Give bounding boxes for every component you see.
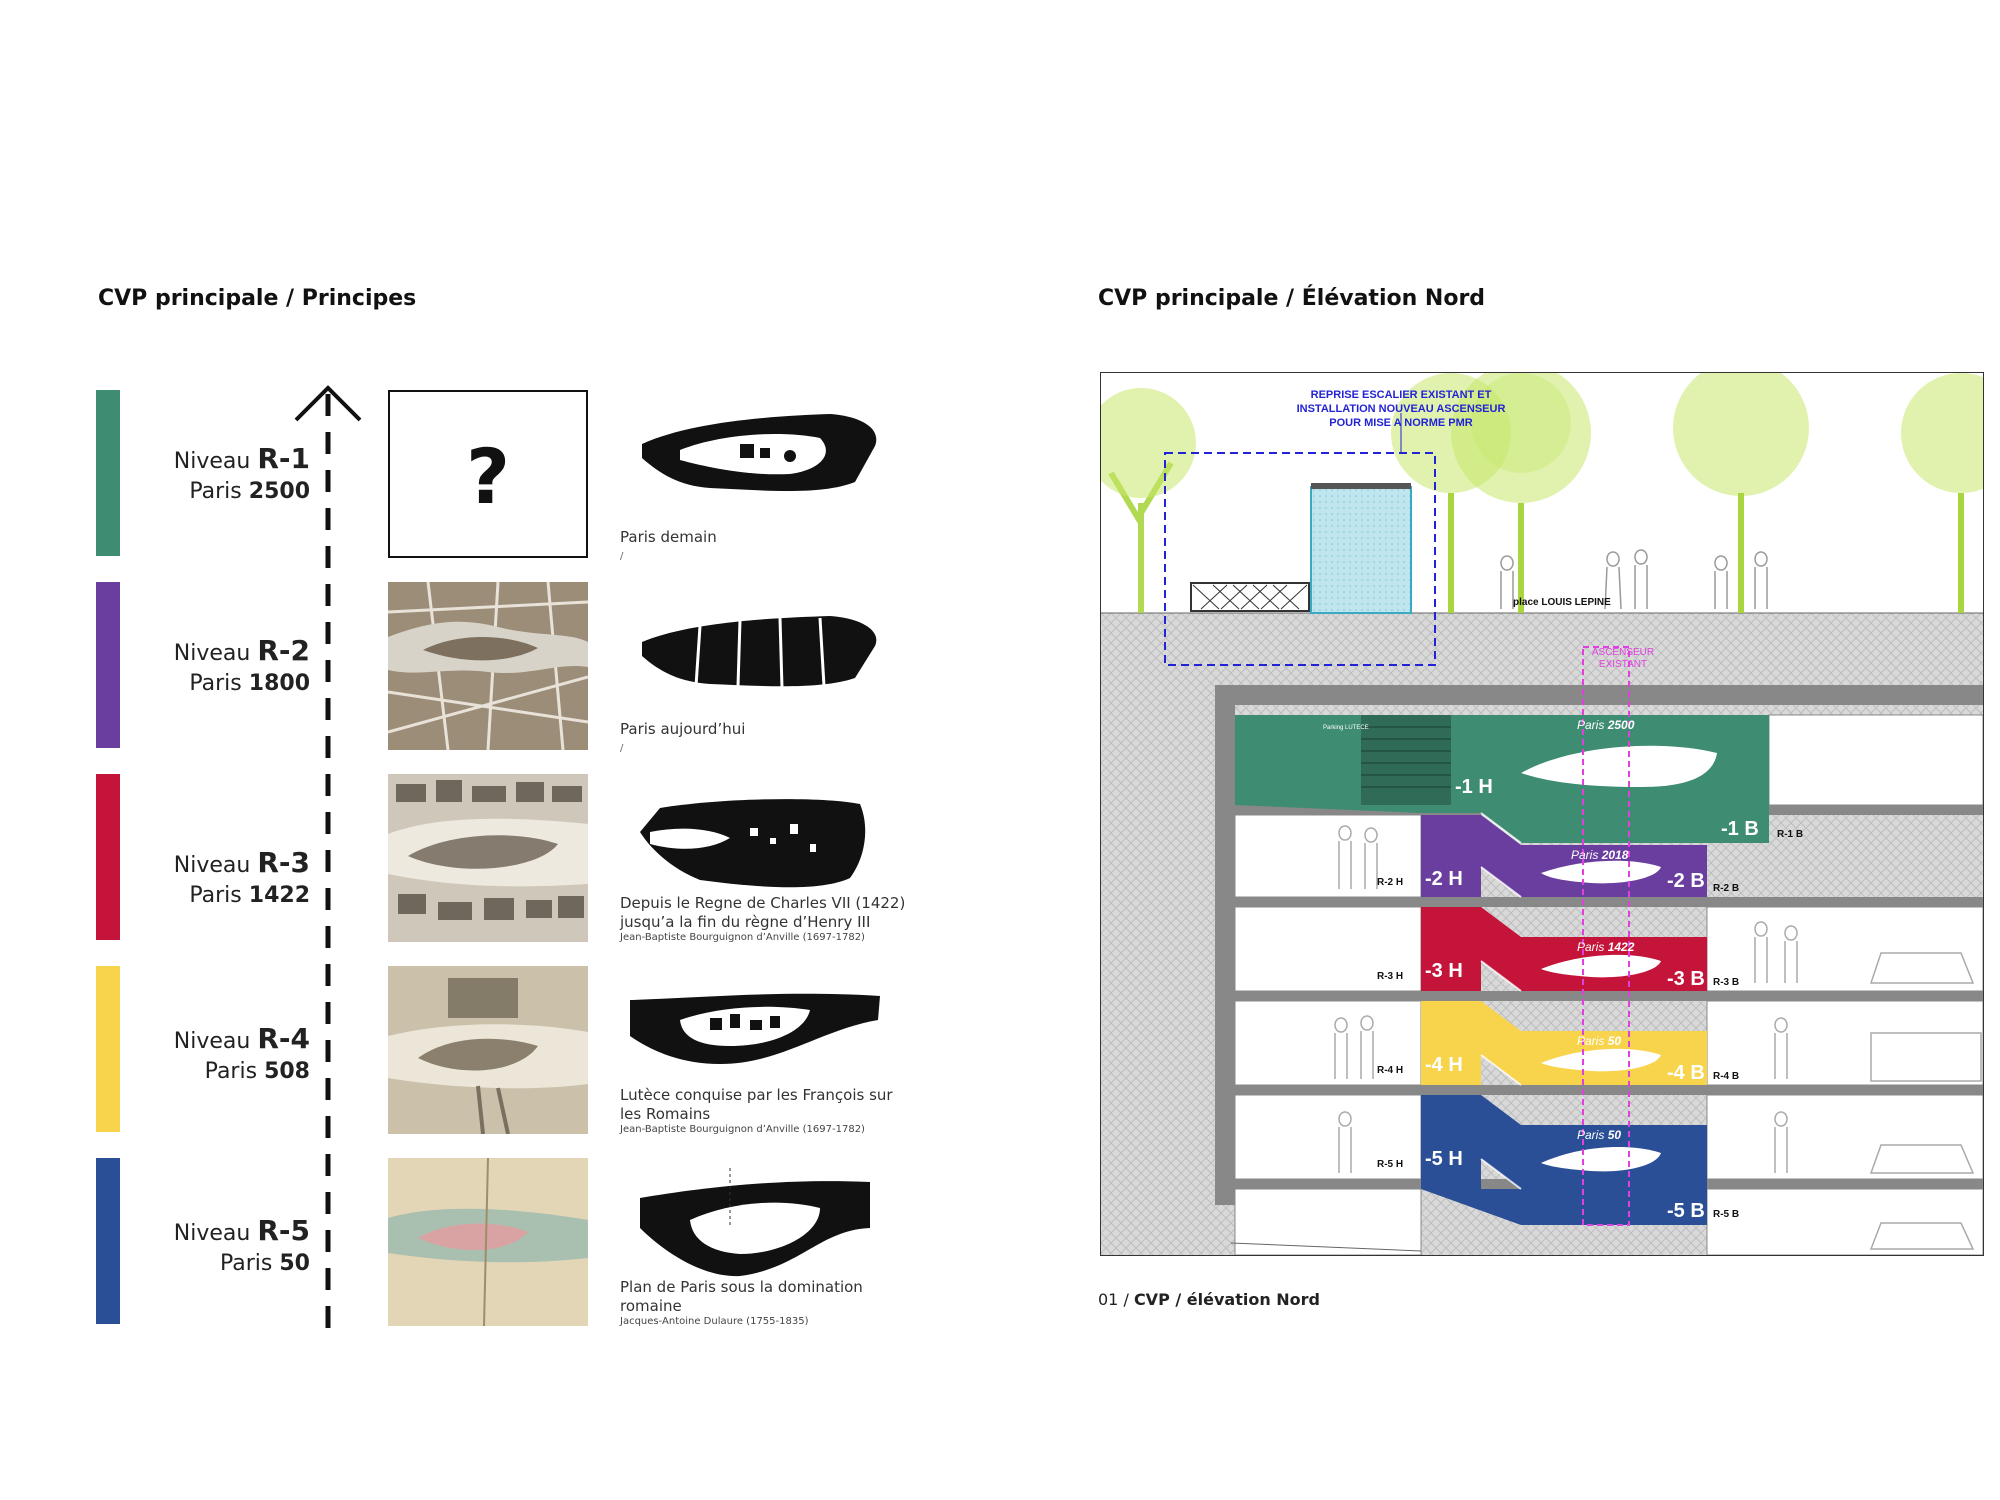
floor5-h: -5 H: [1425, 1148, 1463, 1170]
floor3-paris: Paris 1422: [1577, 940, 1635, 954]
level-color-bar-r3: [96, 774, 120, 940]
level-color-bar-r4: [96, 966, 120, 1132]
floor5-paris: Paris 50: [1577, 1128, 1621, 1142]
question-mark: ?: [465, 432, 511, 521]
level-label-r3: Niveau R-3 Paris 1422: [173, 846, 310, 909]
stair-note-line-1: REPRISE ESCALIER EXISTANT ET: [1311, 389, 1492, 401]
level-label-r5: Niveau R-5 Paris 50: [173, 1214, 310, 1277]
elevator-note-line-2: EXISTANT: [1599, 659, 1647, 670]
level-color-bar-r1: [96, 390, 120, 556]
stair-note-line-2: INSTALLATION NOUVEAU ASCENSEUR: [1297, 403, 1506, 415]
floor4-rh: R-4 H: [1377, 1065, 1403, 1076]
level-color-bar-r2: [96, 582, 120, 748]
island-plan-50: [640, 1168, 870, 1277]
floor2-h: -2 H: [1425, 868, 1463, 890]
island-plan-today: [642, 616, 877, 689]
thumb-map-1422: [388, 774, 588, 942]
floor5-rh: R-5 H: [1377, 1159, 1403, 1170]
floor2-b: -2 B: [1667, 870, 1705, 892]
thumb-map-508: [388, 966, 588, 1134]
floor4-h: -4 H: [1425, 1054, 1463, 1076]
floor1-rb: R-1 B: [1777, 829, 1803, 840]
thumb-map-1800: [388, 582, 588, 750]
floor1-h: -1 H: [1455, 776, 1493, 798]
elevation-drawing: REPRISE ESCALIER EXISTANT ET INSTALLATIO…: [1100, 372, 1984, 1256]
floor-band-1-lower: [1235, 805, 1769, 843]
level-color-bar-r5: [96, 1158, 120, 1324]
elevator-note-line-1: ASCENSEUR: [1592, 647, 1654, 658]
floor3-rh: R-3 H: [1377, 971, 1403, 982]
caption-r1: Paris demain /: [620, 528, 717, 562]
floor4-b: -4 B: [1667, 1062, 1705, 1084]
level-label-r2: Niveau R-2 Paris 1800: [173, 634, 310, 697]
left-section-title: CVP principale / Principes: [98, 286, 417, 311]
level-label-r1: Niveau R-1 Paris 2500: [173, 442, 310, 505]
right-section-title: CVP principale / Élévation Nord: [1098, 286, 1486, 311]
island-plan-1422: [640, 799, 866, 888]
caption-r5: Plan de Paris sous la domination romaine…: [620, 1278, 863, 1327]
thumb-future-box: ?: [388, 390, 588, 558]
floor2-rh: R-2 H: [1377, 877, 1403, 888]
floor4-paris: Paris 50: [1577, 1034, 1621, 1048]
floor2-paris: Paris 2018: [1571, 848, 1629, 862]
level-label-r4: Niveau R-4 Paris 508: [173, 1022, 310, 1085]
floor4-rb: R-4 B: [1713, 1071, 1739, 1082]
place-label: place LOUIS LEPINE: [1513, 597, 1611, 608]
floor3-b: -3 B: [1667, 968, 1705, 990]
thumb-map-50: [388, 1158, 588, 1326]
floor5-b: -5 B: [1667, 1200, 1705, 1222]
caption-r4: Lutèce conquise par les François sur les…: [620, 1086, 893, 1135]
floor1-b: -1 B: [1721, 818, 1759, 840]
island-plan-508: [630, 993, 880, 1064]
floor1-paris: Paris 2500: [1577, 718, 1635, 732]
caption-r2: Paris aujourd’hui /: [620, 720, 746, 754]
parking-label: Parking LUTECE: [1323, 725, 1369, 731]
island-plan-2500: [642, 414, 877, 491]
caption-r3: Depuis le Regne de Charles VII (1422) ju…: [620, 894, 906, 943]
floor5-rb: R-5 B: [1713, 1209, 1739, 1220]
figure-caption: 01 / CVP / élévation Nord: [1098, 1290, 1320, 1309]
stair-note-line-3: POUR MISE A NORME PMR: [1329, 417, 1472, 429]
floor3-rb: R-3 B: [1713, 977, 1739, 988]
floor2-rb: R-2 B: [1713, 883, 1739, 894]
timeline-arrow: [294, 385, 362, 1328]
floor3-h: -3 H: [1425, 960, 1463, 982]
